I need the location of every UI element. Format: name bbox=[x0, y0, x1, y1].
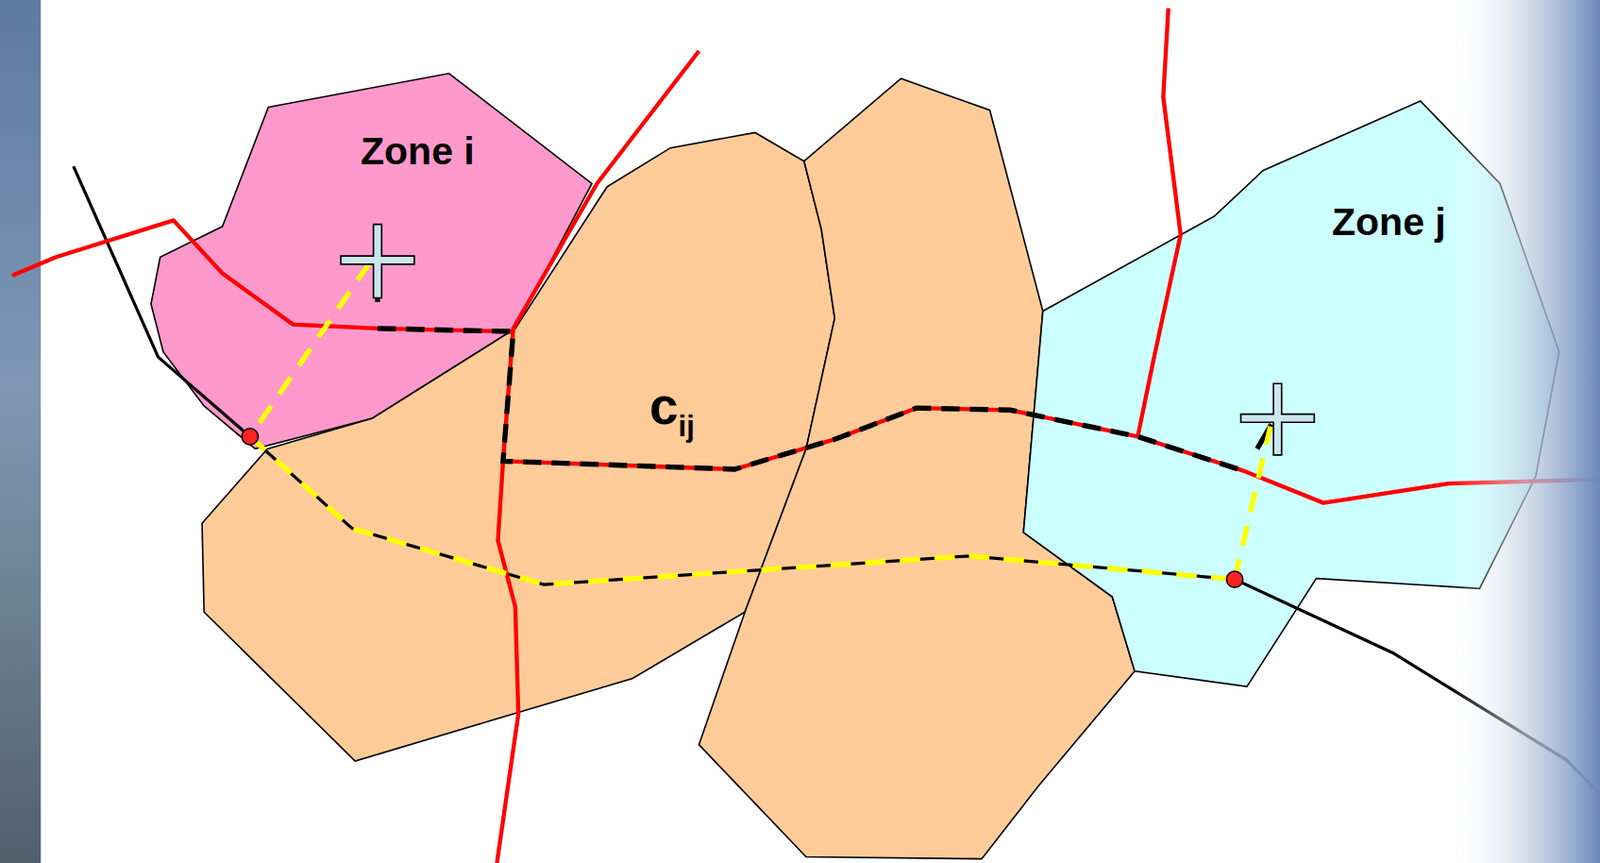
transit-route bbox=[250, 436, 1235, 585]
centroid-cross bbox=[1240, 383, 1314, 455]
photo-strip bbox=[0, 0, 41, 863]
cost-label: cij bbox=[649, 377, 695, 443]
zone: Zone i bbox=[151, 73, 597, 450]
walk-access bbox=[1234, 426, 1271, 580]
road bbox=[496, 50, 699, 863]
car-route bbox=[377, 328, 1246, 472]
rail-line bbox=[73, 166, 1600, 793]
stop-dot bbox=[1226, 571, 1243, 588]
zone-label: Zone j bbox=[1331, 201, 1447, 244]
walk-access bbox=[250, 263, 370, 438]
zone-label: Zone i bbox=[360, 130, 475, 173]
road bbox=[12, 219, 514, 332]
stop-dot bbox=[241, 428, 258, 445]
fade-panel bbox=[1448, 0, 1600, 863]
road bbox=[1137, 8, 1180, 438]
zone: Zone j bbox=[1023, 101, 1560, 688]
centroid-cross bbox=[340, 224, 415, 299]
